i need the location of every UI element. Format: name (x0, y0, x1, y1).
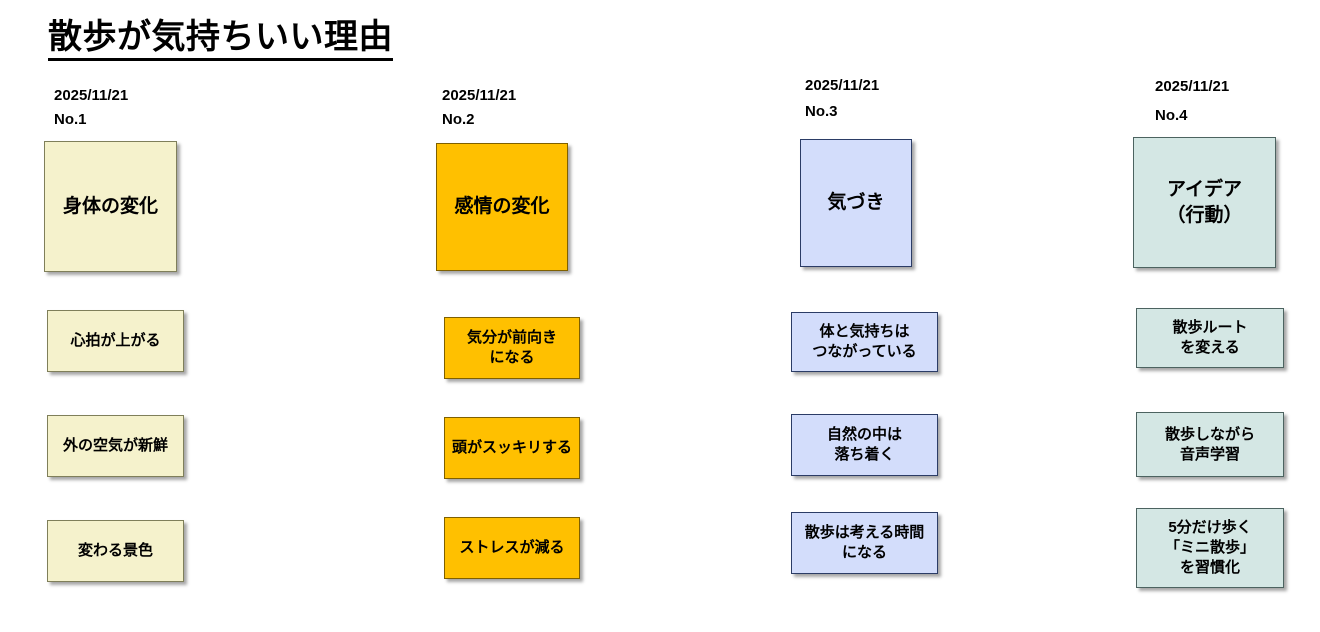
column-3-number: No.3 (805, 103, 838, 120)
column-2-date: 2025/11/21 (442, 87, 517, 104)
column-1-number: No.1 (54, 111, 87, 128)
column-2-item-2[interactable]: 頭がスッキリする (444, 417, 580, 479)
column-3-header-card[interactable]: 気づき (800, 139, 912, 267)
column-4-number: No.4 (1155, 107, 1188, 124)
column-2-header-card[interactable]: 感情の変化 (436, 143, 568, 271)
column-1-item-1[interactable]: 心拍が上がる (47, 310, 184, 372)
column-3-item-3[interactable]: 散歩は考える時間 になる (791, 512, 938, 574)
column-4-item-2[interactable]: 散歩しながら 音声学習 (1136, 412, 1284, 477)
column-3-item-2[interactable]: 自然の中は 落ち着く (791, 414, 938, 476)
column-1-item-3[interactable]: 変わる景色 (47, 520, 184, 582)
column-1-item-2[interactable]: 外の空気が新鮮 (47, 415, 184, 477)
column-1-date: 2025/11/21 (54, 87, 129, 104)
column-1-header-card[interactable]: 身体の変化 (44, 141, 177, 272)
column-3-item-1[interactable]: 体と気持ちは つながっている (791, 312, 938, 372)
column-4-item-3[interactable]: 5分だけ歩く 「ミニ散歩」 を習慣化 (1136, 508, 1284, 588)
page-title: 散歩が気持ちいい理由 (48, 18, 393, 62)
column-4-date: 2025/11/21 (1155, 78, 1230, 95)
column-2-number: No.2 (442, 111, 475, 128)
column-2-item-1[interactable]: 気分が前向き になる (444, 317, 580, 379)
column-4-item-1[interactable]: 散歩ルート を変える (1136, 308, 1284, 368)
column-3-date: 2025/11/21 (805, 77, 880, 94)
column-4-header-card[interactable]: アイデア （行動） (1133, 137, 1276, 268)
column-2-item-3[interactable]: ストレスが減る (444, 517, 580, 579)
